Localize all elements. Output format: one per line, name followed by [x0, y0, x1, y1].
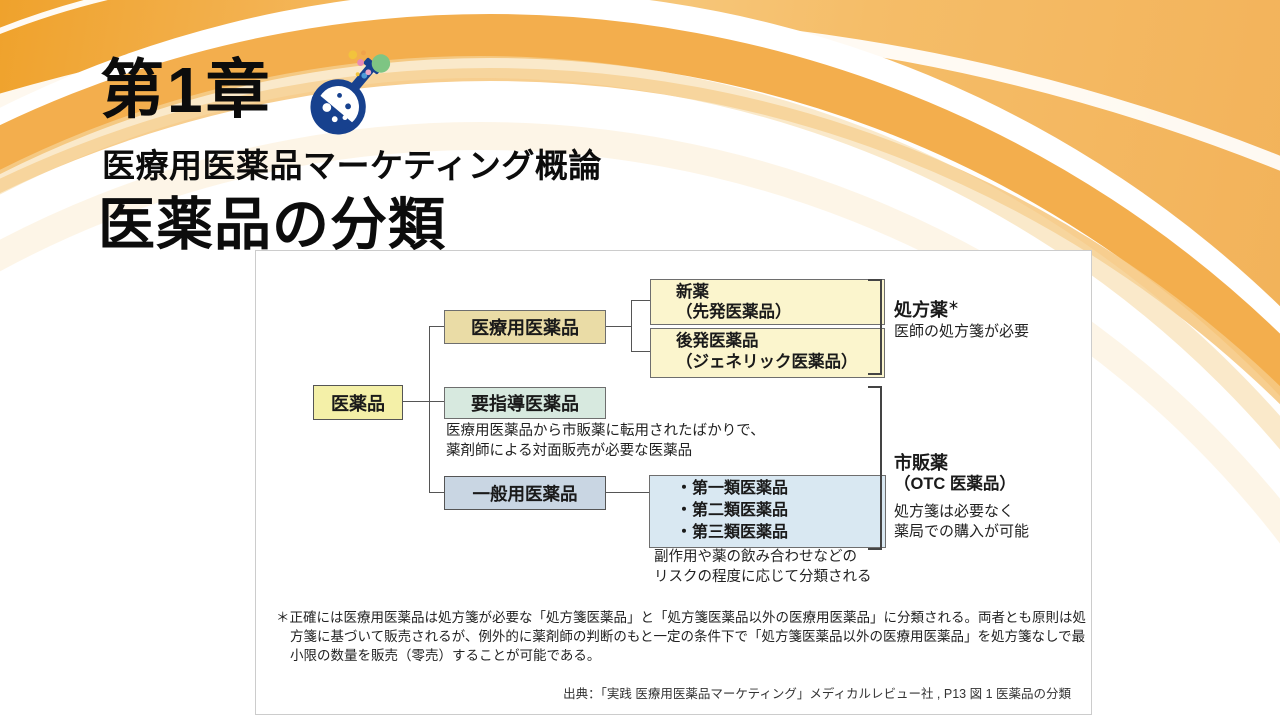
guidance-note: 医療用医薬品から市販薬に転用されたばかりで、 薬剤師による対面販売が必要な医薬品: [446, 422, 765, 461]
node-generic-drug: 後発医薬品 （ジェネリック医薬品）: [650, 328, 885, 378]
prescription-asterisk: ＊: [948, 300, 959, 312]
connector-ethical-split: [631, 300, 632, 352]
otc-group-desc-line1: 処方箋は必要なく: [894, 503, 1015, 520]
source-citation: 出典：「実践 医療用医薬品マーケティング」メディカルレビュー社 , P13 図 …: [563, 687, 1071, 701]
otc-group-desc-line2: 薬局での購入が可能: [894, 523, 1030, 540]
connector-ethical-out: [604, 326, 631, 327]
connector-trunk: [429, 326, 430, 493]
connector-new-drug: [631, 300, 650, 301]
prescription-group-title: 処方薬＊: [894, 296, 959, 321]
guidance-note-line1: 医療用医薬品から市販薬に転用されたばかりで、: [446, 423, 765, 439]
node-ethical-label: 医療用医薬品: [471, 318, 579, 338]
node-otc-classes: ・第一類医薬品 ・第二類医薬品 ・第三類医薬品: [649, 475, 886, 548]
classification-diagram-panel: 医薬品 医療用医薬品 要指導医薬品 一般用医薬品 新薬 （先発医薬品） 後発医薬…: [255, 250, 1092, 715]
prescription-group-title-text: 処方薬: [894, 300, 948, 320]
page-title: 医薬品の分類: [98, 193, 446, 257]
chapter-label: 第1章: [100, 54, 273, 126]
node-generic-drug-line2: （ジェネリック医薬品）: [676, 353, 858, 371]
node-new-drug-line2: （先発医薬品）: [676, 303, 792, 321]
otc-note-line1: 副作用や薬の飲み合わせなどの: [654, 549, 857, 565]
node-guidance: 要指導医薬品: [444, 387, 606, 419]
otc-classes-note: 副作用や薬の飲み合わせなどの リスクの程度に応じて分類される: [654, 548, 872, 587]
otc-note-line2: リスクの程度に応じて分類される: [654, 568, 872, 585]
otc-class-2: ・第二類医薬品: [676, 502, 789, 519]
otc-group-title-line2: （OTC 医薬品）: [894, 475, 1016, 493]
node-new-drug: 新薬 （先発医薬品）: [650, 279, 885, 325]
node-guidance-label: 要指導医薬品: [471, 394, 579, 414]
flask-icon: [296, 48, 396, 145]
node-generic-drug-line1: 後発医薬品: [676, 332, 759, 350]
otc-class-3: ・第三類医薬品: [676, 524, 789, 541]
slide-subtitle: 医療用医薬品マーケティング概論: [102, 147, 602, 184]
connector-generic-drug: [631, 351, 650, 352]
node-otc-label: 一般用医薬品: [472, 483, 578, 504]
bracket-prescription: [868, 279, 882, 375]
otc-group-title-line1: 市販薬: [894, 453, 948, 473]
footnote: ＊正確には医療用医薬品は処方箋が必要な「処方箋医薬品」と「処方箋医薬品以外の医療…: [276, 610, 1086, 663]
node-new-drug-line1: 新薬: [676, 283, 709, 301]
connector-otc-classes: [604, 492, 649, 493]
node-root: 医薬品: [313, 385, 403, 420]
connector-root: [401, 401, 444, 402]
connector-otc: [429, 492, 445, 493]
otc-class-1: ・第一類医薬品: [676, 480, 789, 497]
guidance-note-line2: 薬剤師による対面販売が必要な医薬品: [446, 442, 693, 459]
node-otc: 一般用医薬品: [444, 476, 606, 510]
prescription-group-desc: 医師の処方箋が必要: [894, 323, 1030, 340]
node-root-label: 医薬品: [331, 393, 385, 414]
bracket-otc: [868, 386, 882, 550]
node-ethical: 医療用医薬品: [444, 310, 606, 344]
connector-ethical: [429, 326, 444, 327]
